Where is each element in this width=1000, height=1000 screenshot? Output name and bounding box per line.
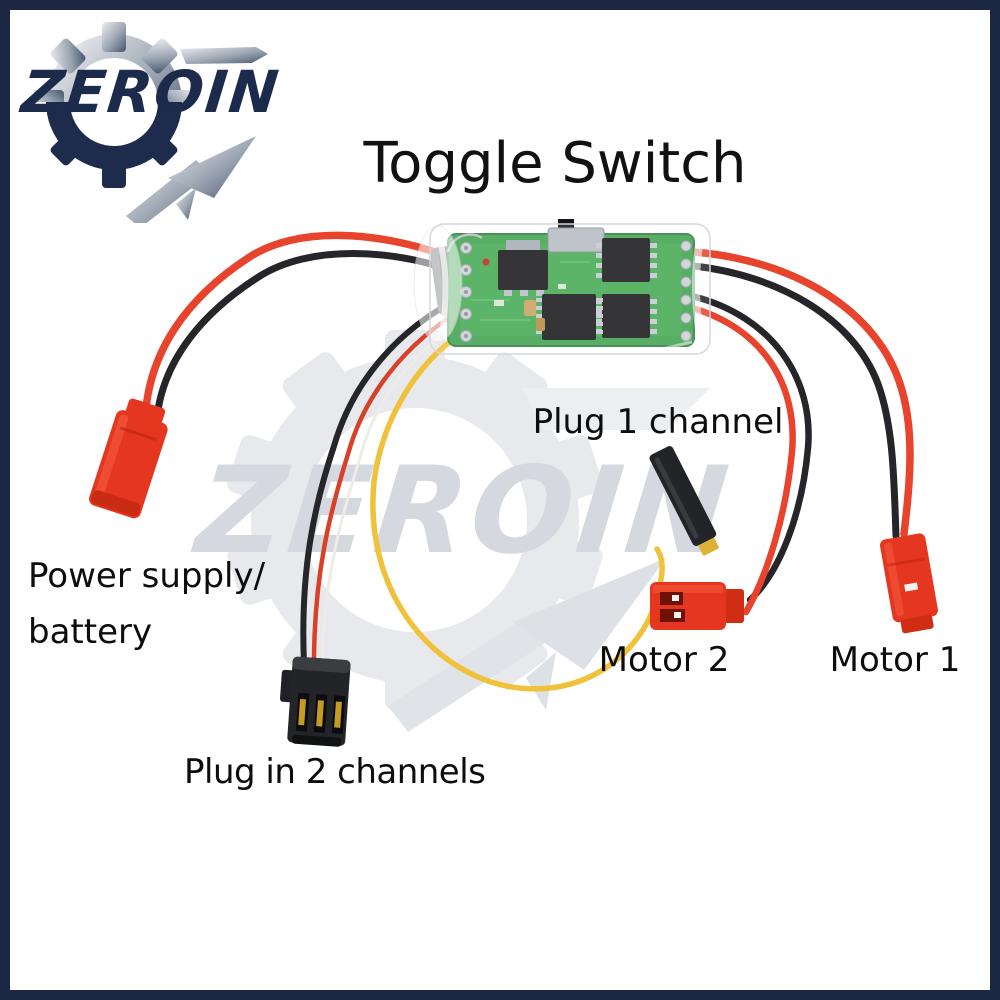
wires <box>142 231 914 692</box>
motor1-wire-black <box>690 262 900 540</box>
arrow-icon <box>126 47 268 223</box>
label-power-supply: Power supply/ battery <box>28 548 265 660</box>
capacitor-smd-2 <box>536 318 545 331</box>
logo-gear-arrow-icon <box>34 22 268 223</box>
channel-wire-red <box>311 305 467 667</box>
pin-connector <box>649 446 719 556</box>
channel-wire-black <box>300 295 463 667</box>
brand-name: ZEROIN <box>18 58 284 126</box>
mosfet-chip-1 <box>596 238 657 282</box>
motor1-connector <box>879 533 938 634</box>
servo-connector <box>280 656 351 747</box>
gear-icon <box>34 22 194 102</box>
motor2-wire-red <box>688 304 796 616</box>
motor2-connector <box>650 582 744 630</box>
voltage-regulator-chip <box>498 240 548 296</box>
heat-shrink-wrap <box>413 223 711 355</box>
power-wire-red <box>142 231 472 412</box>
solder-pads-right <box>680 240 692 342</box>
label-power-supply-line1: Power supply/ <box>28 556 266 596</box>
brand-logo: ZEROIN <box>10 8 310 223</box>
motor1-wire-red <box>690 248 914 538</box>
watermark-arrow-icon <box>388 388 710 732</box>
motor2-wire-black <box>688 292 812 604</box>
power-wire-black <box>154 250 472 414</box>
capacitor-smd <box>524 300 536 316</box>
power-connector <box>89 398 168 519</box>
signal-wire-yellow <box>370 327 665 692</box>
label-plug-1-channel: Plug 1 channel <box>532 402 784 442</box>
channel-wire-white <box>320 314 470 666</box>
label-motor-1: Motor 1 <box>829 640 961 680</box>
solder-pads-left <box>460 242 472 342</box>
label-motor-2: Motor 2 <box>598 640 730 680</box>
label-plug-in-2-channels: Plug in 2 channels <box>184 752 486 792</box>
status-led <box>482 258 490 266</box>
label-power-supply-line2: battery <box>28 612 153 652</box>
gear-bottom-icon <box>46 102 182 188</box>
pcb-board <box>446 219 695 347</box>
product-title: Toggle Switch <box>363 131 747 196</box>
